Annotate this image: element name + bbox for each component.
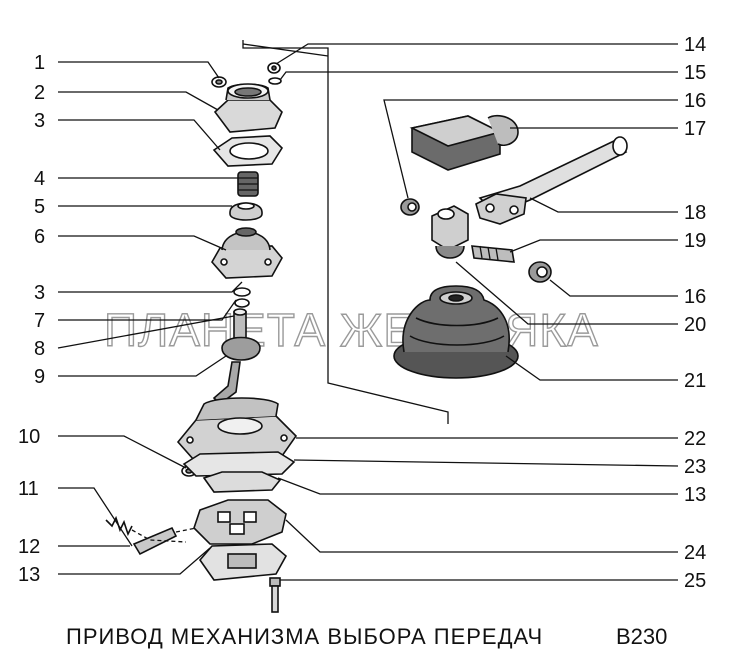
callout-10: 10: [18, 426, 40, 448]
part-1-nut: [211, 76, 227, 88]
part-19-pin: [471, 245, 515, 263]
callout-20: 20: [684, 314, 706, 336]
part-21-boot: [393, 285, 519, 379]
callout-3-lower: 3: [34, 282, 45, 304]
callout-17: 17: [684, 118, 706, 140]
part-23-gasket: [182, 451, 296, 477]
callout-12: 12: [18, 536, 40, 558]
part-20-ball-joint: [431, 205, 469, 259]
callout-13: 13: [18, 564, 40, 586]
part-8-9-lever: [212, 308, 261, 406]
part-5-seat: [229, 202, 263, 221]
part-6-ball-housing: [211, 227, 283, 279]
part-18-shaft: [475, 136, 628, 225]
part-17-connector: [409, 114, 519, 171]
callout-15: 15: [684, 62, 706, 84]
part-13-cover-lower: [198, 543, 288, 581]
diagram-code: B230: [616, 624, 668, 649]
callout-2: 2: [34, 82, 45, 104]
part-4-spring: [237, 171, 259, 197]
part-14-15-nut-washer: [267, 62, 282, 85]
part-13-plate-middle: [202, 471, 282, 493]
callout-6: 6: [34, 226, 45, 248]
part-24-guide-plate: [193, 499, 287, 545]
part-3-gasket-upper: [212, 135, 284, 167]
part-7-ring: [233, 287, 251, 308]
leader-lines: [57, 43, 679, 581]
part-12-pin: [131, 526, 197, 556]
callout-16: 16: [684, 90, 706, 112]
callout-19: 19: [684, 230, 706, 252]
callout-7: 7: [34, 310, 45, 332]
callout-5: 5: [34, 196, 45, 218]
watermark: ПЛАНЕТА ЖЕЛЕЗЯКА: [104, 304, 599, 356]
callout-24: 24: [684, 542, 706, 564]
part-16-bushing-upper: [400, 198, 420, 216]
callout-13-right: 13: [684, 484, 706, 506]
callout-22: 22: [684, 428, 706, 450]
callout-14: 14: [684, 34, 706, 56]
callout-1: 1: [34, 52, 45, 74]
callout-23: 23: [684, 456, 706, 478]
callout-16-lower: 16: [684, 286, 706, 308]
callout-labels: 1 2 3 4 5 6 3 7 8 9 10 11 12 13 14 15 16…: [18, 34, 706, 592]
assembly-bracket: [242, 40, 449, 424]
part-16-bushing-lower: [528, 261, 552, 283]
callout-18: 18: [684, 202, 706, 224]
callout-8: 8: [34, 338, 45, 360]
callout-11: 11: [18, 478, 39, 500]
part-22-base-housing: [176, 397, 298, 461]
part-2-cap: [213, 83, 283, 133]
part-25-bolt: [269, 577, 281, 613]
callout-9: 9: [34, 366, 45, 388]
callout-4: 4: [34, 168, 45, 190]
callout-25: 25: [684, 570, 706, 592]
callout-3: 3: [34, 110, 45, 132]
diagram-caption: ПРИВОД МЕХАНИЗМА ВЫБОРА ПЕРЕДАЧ: [66, 624, 544, 649]
part-11-spring: [105, 515, 133, 537]
callout-21: 21: [684, 370, 706, 392]
